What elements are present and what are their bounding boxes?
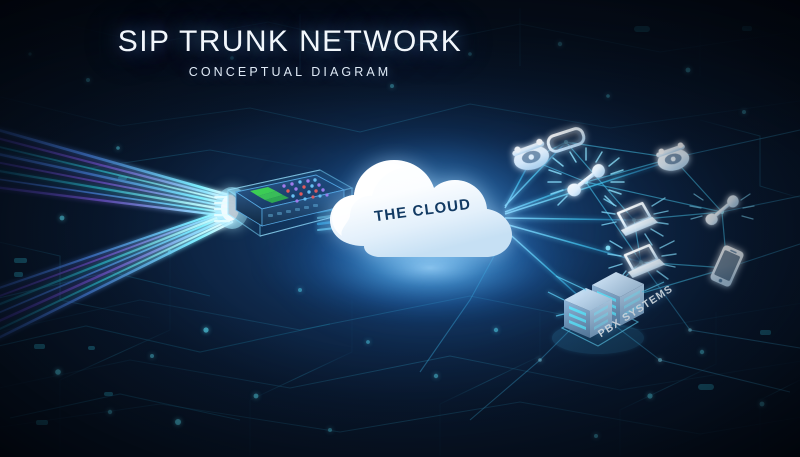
page-subtitle: CONCEPTUAL DIAGRAM [188,64,392,79]
page-title: SIP TRUNK NETWORK [117,25,463,58]
cloud-node[interactable]: THE CLOUD [250,100,610,350]
title-block: SIP TRUNK NETWORK CONCEPTUAL DIAGRAM [0,26,580,79]
